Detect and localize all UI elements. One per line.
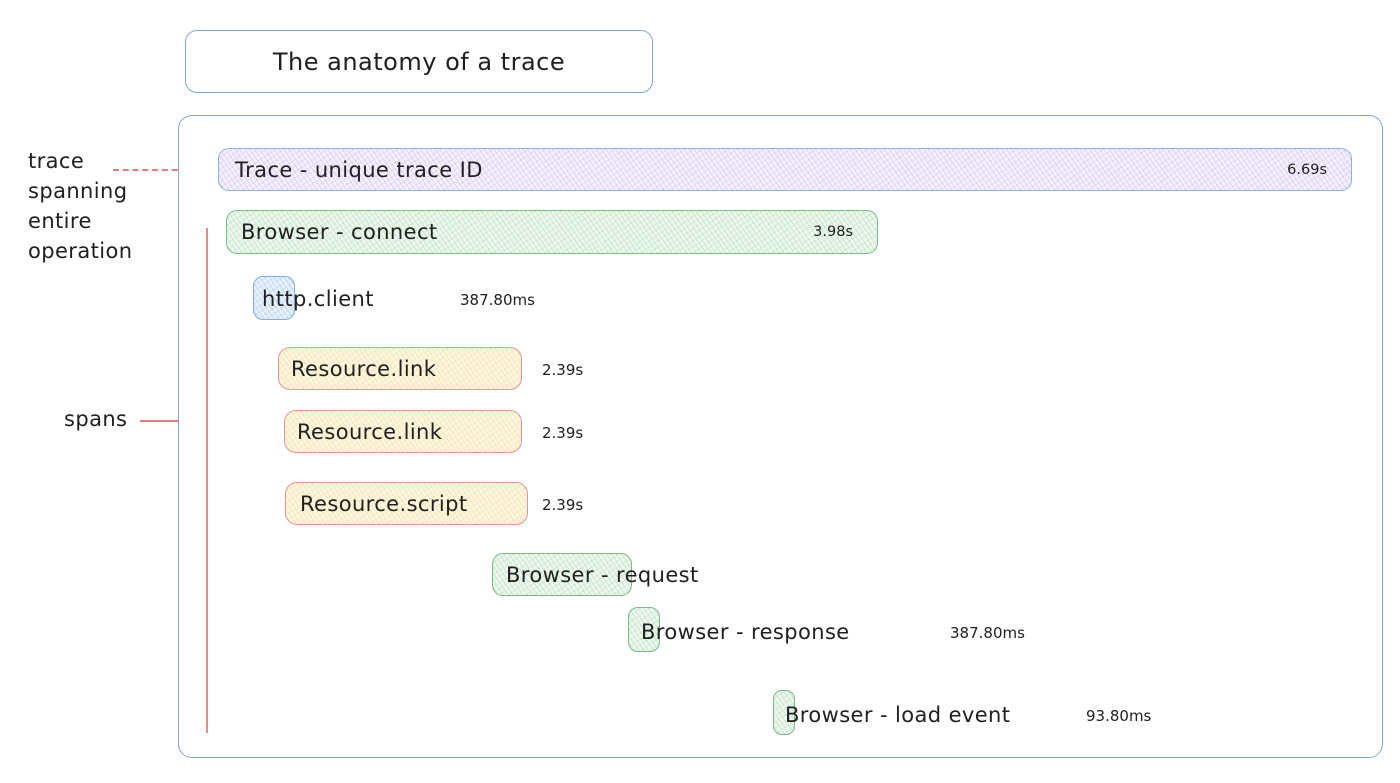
span-bar-trace: Trace - unique trace ID 6.69s <box>218 148 1352 191</box>
span-duration: 2.39s <box>542 496 584 514</box>
span-label: Resource.link <box>291 356 437 381</box>
spans-annotation-label: spans <box>64 407 128 431</box>
spans-connector-line <box>140 420 207 422</box>
span-duration: 6.69s <box>1287 161 1327 178</box>
span-bar-resource-script: Resource.script <box>285 482 528 525</box>
span-duration: 2.39s <box>542 361 584 379</box>
span-duration: 3.98s <box>813 224 853 240</box>
trace-annotation-line: spanning <box>28 179 128 203</box>
span-label: Browser - connect <box>241 220 438 244</box>
span-duration: 387.80ms <box>950 624 1025 642</box>
diagram-title: The anatomy of a trace <box>272 47 566 76</box>
span-duration: 93.80ms <box>1086 707 1152 725</box>
trace-annotation-label: trace spanning entire operation <box>28 146 132 266</box>
span-bar-browser-connect: Browser - connect 3.98s <box>226 210 878 254</box>
span-duration: 387.80ms <box>460 291 535 309</box>
span-bar-browser-load-event <box>773 690 795 735</box>
span-bar-http-client <box>253 276 295 320</box>
diagram-title-box: The anatomy of a trace <box>185 30 653 93</box>
trace-annotation-line: entire <box>28 209 92 233</box>
span-label: Browser - request <box>506 563 699 587</box>
span-bar-browser-response <box>628 607 660 652</box>
spans-bracket-line <box>206 228 208 733</box>
span-label: Browser - load event <box>785 703 1011 727</box>
span-label: Browser - response <box>641 620 850 644</box>
span-label: Resource.link <box>297 419 443 444</box>
span-label: http.client <box>262 287 374 311</box>
span-duration: 2.39s <box>542 424 584 442</box>
span-bar-resource-link-2: Resource.link <box>284 410 522 453</box>
span-label: Resource.script <box>300 491 468 516</box>
span-label: Trace - unique trace ID <box>235 157 483 182</box>
trace-connector-line <box>113 169 207 171</box>
trace-annotation-line: trace <box>28 149 85 173</box>
span-bar-resource-link-1: Resource.link <box>278 347 522 390</box>
trace-annotation-line: operation <box>28 239 133 263</box>
span-bar-browser-request <box>492 553 632 596</box>
